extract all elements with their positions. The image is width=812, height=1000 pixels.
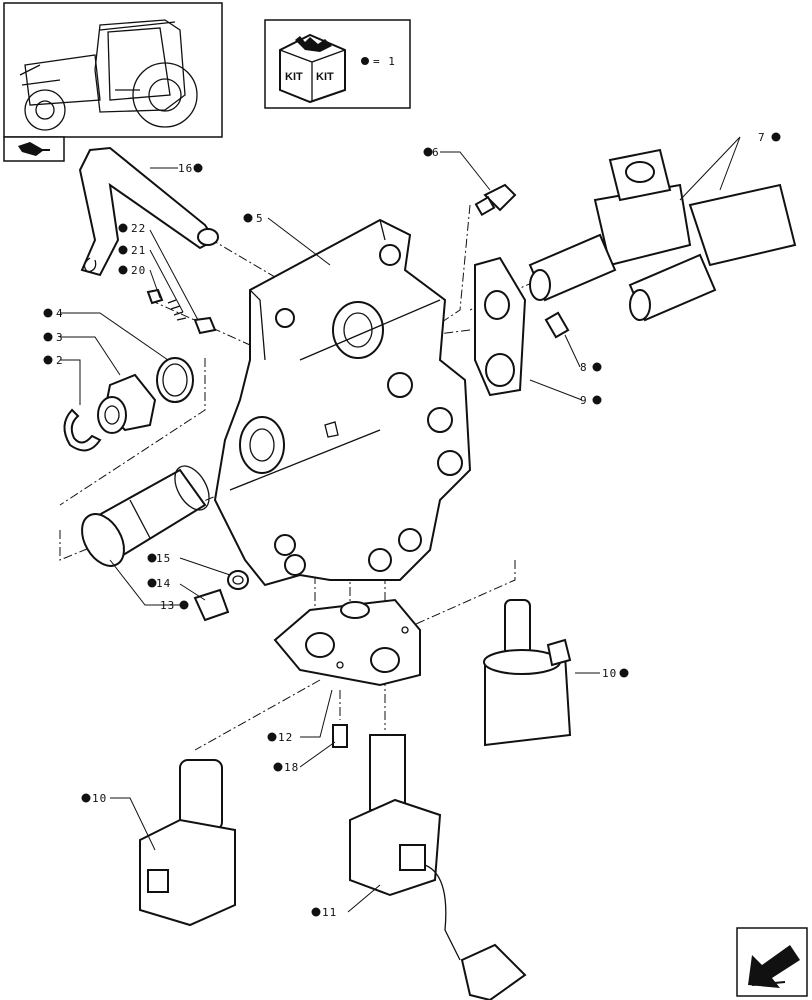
callout-6[interactable]: 6 bbox=[423, 146, 440, 159]
callout-10-left[interactable]: 10 bbox=[81, 792, 108, 805]
filter-cartridge bbox=[81, 465, 210, 567]
plunger-piston bbox=[97, 373, 157, 434]
callout-12[interactable]: 12 bbox=[267, 731, 294, 744]
callout-21[interactable]: 21 bbox=[118, 244, 147, 257]
svg-text:16: 16 bbox=[178, 162, 193, 175]
kit-label-right: KIT bbox=[316, 71, 334, 83]
pressure-sensor bbox=[474, 183, 517, 217]
svg-text:10: 10 bbox=[92, 792, 107, 805]
svg-text:20: 20 bbox=[131, 264, 146, 277]
spring-pin-parts bbox=[146, 288, 217, 335]
valve-body bbox=[213, 218, 472, 587]
callout-9[interactable]: 9 bbox=[580, 394, 602, 407]
svg-text:12: 12 bbox=[278, 731, 293, 744]
callout-15[interactable]: 15 bbox=[147, 552, 172, 565]
callout-16[interactable]: 16 bbox=[178, 162, 203, 175]
svg-text:14: 14 bbox=[156, 577, 171, 590]
solenoid-valve-right bbox=[483, 599, 572, 747]
callout-22[interactable]: 22 bbox=[118, 222, 147, 235]
callout-10-right[interactable]: 10 bbox=[602, 667, 629, 680]
callouts: 16 22 21 20 5 6 7 4 bbox=[43, 131, 781, 919]
callout-5[interactable]: 5 bbox=[243, 212, 264, 225]
book-arrow-icon[interactable] bbox=[3, 136, 65, 162]
callout-leaders bbox=[60, 136, 741, 913]
screw-upper bbox=[544, 311, 570, 339]
sealing-washer bbox=[227, 570, 249, 590]
tractor-thumbnail bbox=[3, 2, 223, 138]
upper-gasket bbox=[474, 256, 527, 397]
callout-2[interactable]: 2 bbox=[43, 354, 64, 367]
svg-text:18: 18 bbox=[284, 761, 299, 774]
callout-8-upper[interactable]: 8 bbox=[580, 361, 602, 374]
svg-text:13: 13 bbox=[160, 599, 175, 612]
svg-text:8: 8 bbox=[580, 361, 588, 374]
kit-equals-text: = 1 bbox=[373, 55, 396, 68]
svg-text:10: 10 bbox=[602, 667, 617, 680]
solenoid-valve-left bbox=[139, 759, 236, 927]
svg-text:2: 2 bbox=[56, 354, 64, 367]
retaining-clip bbox=[63, 408, 102, 452]
lower-gasket bbox=[273, 598, 421, 687]
callout-7[interactable]: 7 bbox=[758, 131, 781, 144]
callout-13[interactable]: 13 bbox=[160, 599, 189, 612]
svg-text:6: 6 bbox=[432, 146, 440, 159]
kit-label-left: KIT bbox=[285, 71, 303, 83]
callout-3[interactable]: 3 bbox=[43, 331, 64, 344]
callout-4[interactable]: 4 bbox=[43, 307, 64, 320]
svg-text:3: 3 bbox=[56, 331, 64, 344]
callout-20[interactable]: 20 bbox=[118, 264, 147, 277]
svg-text:4: 4 bbox=[56, 307, 64, 320]
kit-legend: KIT KIT = 1 bbox=[264, 19, 411, 109]
tractor-thumbnail-icon bbox=[19, 19, 198, 131]
callout-11[interactable]: 11 bbox=[311, 906, 338, 919]
svg-text:15: 15 bbox=[156, 552, 171, 565]
control-lever bbox=[78, 146, 219, 277]
svg-text:9: 9 bbox=[580, 394, 588, 407]
svg-text:5: 5 bbox=[256, 212, 264, 225]
twin-solenoid-valves bbox=[528, 148, 797, 322]
drain-plug bbox=[193, 588, 230, 622]
svg-text:22: 22 bbox=[131, 222, 146, 235]
seal-ring bbox=[156, 357, 194, 403]
svg-text:21: 21 bbox=[131, 244, 146, 257]
svg-text:7: 7 bbox=[758, 131, 766, 144]
svg-text:11: 11 bbox=[322, 906, 337, 919]
callout-18[interactable]: 18 bbox=[273, 761, 300, 774]
callout-14[interactable]: 14 bbox=[147, 577, 172, 590]
solenoid-valve-harness bbox=[349, 734, 527, 1000]
next-page-arrow-icon[interactable] bbox=[736, 927, 808, 997]
kit-box-icon: KIT KIT bbox=[279, 33, 346, 104]
screw-lower bbox=[332, 724, 348, 748]
